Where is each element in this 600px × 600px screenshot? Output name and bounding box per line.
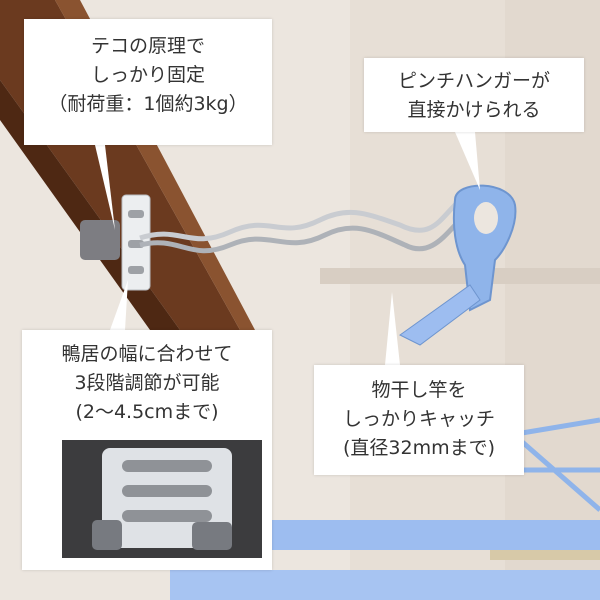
callout-line: 鴨居の幅に合わせて: [61, 343, 233, 365]
plate-slot-1: [128, 210, 144, 218]
plate-slot-3: [128, 266, 144, 274]
inset-slot-3: [122, 510, 212, 522]
bracket-clip: [80, 220, 120, 260]
inset-slot-1: [122, 460, 212, 472]
callout-line: (直径32mmまで): [342, 437, 496, 459]
pinch-hanger-base: [170, 570, 600, 600]
window-sill-line: [320, 268, 600, 284]
callout-line: しっかり固定: [90, 64, 205, 86]
callout-pointer-top-left: [95, 145, 115, 230]
callout-pointer-bottom-right: [385, 292, 400, 365]
callout-line: テコの原理で: [90, 35, 205, 57]
callout-line: 直接かけられる: [407, 99, 541, 121]
callout-line: 物干し竿を: [371, 379, 467, 401]
inset-clip-right: [192, 522, 232, 550]
pinch-hanger-frame: [230, 520, 600, 550]
blue-clip-head: [452, 184, 517, 312]
callout-leverage: テコの原理で しっかり固定 （耐荷重：1個約3kg）: [24, 19, 272, 145]
clip-hole: [474, 202, 498, 234]
callout-line: 3段階調節が可能: [74, 372, 220, 394]
callout-pointer-bottom-left: [110, 280, 128, 330]
bracket-detail-photo: [62, 440, 262, 558]
callout-pinch-hanger: ピンチハンガーが 直接かけられる: [364, 58, 584, 132]
clip-jaw: [399, 284, 481, 346]
callout-line: （耐荷重：1個約3kg）: [48, 93, 248, 115]
plate-slot-2: [128, 240, 144, 248]
callout-line: (2〜4.5cmまで): [75, 401, 219, 423]
inset-slot-2: [122, 485, 212, 497]
callout-line: ピンチハンガーが: [397, 70, 550, 92]
callout-pole-catch: 物干し竿を しっかりキャッチ (直径32mmまで): [314, 365, 524, 475]
inset-clip-left: [92, 520, 122, 550]
callout-width-adjust: 鴨居の幅に合わせて 3段階調節が可能 (2〜4.5cmまで): [22, 330, 272, 570]
callout-pointer-top-right: [455, 132, 480, 190]
callout-line: しっかりキャッチ: [342, 408, 495, 430]
